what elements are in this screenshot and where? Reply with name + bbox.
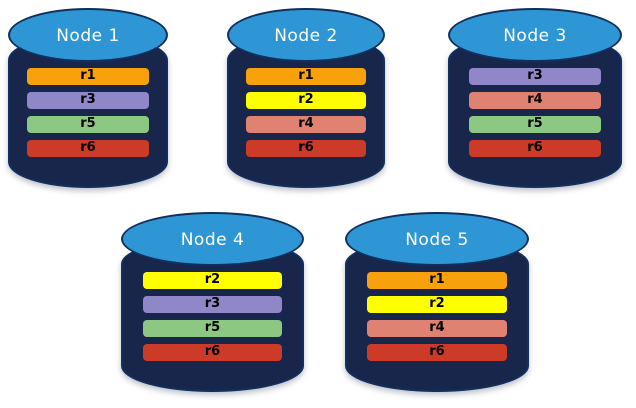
replica-bar[interactable]: r3 [27, 92, 149, 109]
replica-bar[interactable]: r4 [367, 320, 507, 337]
replica-label: r6 [80, 140, 96, 155]
database-node-1[interactable]: Node 1 r1 r3 r5 r6 [8, 8, 168, 188]
replica-bar[interactable]: r5 [142, 320, 283, 337]
replica-bar[interactable]: r6 [245, 140, 367, 157]
replica-bar[interactable]: r1 [245, 68, 367, 85]
replica-bar[interactable]: r4 [245, 116, 367, 133]
cylinder-top-icon: Node 3 [448, 8, 622, 62]
database-node-5[interactable]: Node 5 r1 r2 r4 r6 [345, 212, 529, 392]
cylinder-top-icon: Node 4 [121, 212, 304, 266]
database-node-3[interactable]: Node 3 r3 r4 r5 r6 [448, 8, 622, 188]
replica-label: r2 [298, 92, 314, 107]
replica-bar[interactable]: r6 [468, 140, 602, 157]
replica-label: r5 [80, 116, 96, 131]
replica-bar[interactable]: r5 [468, 116, 602, 133]
node-label: Node 1 [56, 26, 120, 46]
cylinder-body-icon [121, 238, 304, 392]
replica-bar[interactable]: r2 [142, 272, 283, 289]
replica-bar[interactable]: r1 [367, 272, 507, 289]
replica-bar[interactable]: r6 [142, 344, 283, 361]
replica-label: r6 [298, 140, 314, 155]
replica-label: r3 [80, 92, 96, 107]
replica-list: r2 r3 r5 r6 [121, 272, 304, 361]
replica-label: r3 [204, 296, 221, 311]
replica-label: r4 [527, 92, 543, 107]
replica-bar[interactable]: r1 [27, 68, 149, 85]
replica-list: r1 r2 r4 r6 [227, 68, 385, 157]
replica-bar[interactable]: r6 [27, 140, 149, 157]
replica-label: r5 [204, 320, 221, 335]
replica-bar[interactable]: r5 [27, 116, 149, 133]
replica-label: r1 [80, 68, 96, 83]
replica-label: r4 [429, 320, 445, 335]
replica-label: r4 [298, 116, 314, 131]
cylinder-top-icon: Node 2 [227, 8, 385, 62]
replica-label: r1 [429, 272, 445, 287]
replica-label: r3 [527, 68, 543, 83]
replica-list: r1 r2 r4 r6 [345, 272, 529, 361]
replica-label: r6 [204, 344, 221, 359]
node-label: Node 3 [503, 26, 567, 46]
replica-label: r6 [429, 344, 445, 359]
replica-list: r1 r3 r5 r6 [8, 68, 168, 157]
replica-bar[interactable]: r4 [468, 92, 602, 109]
node-label: Node 4 [180, 230, 245, 250]
database-node-2[interactable]: Node 2 r1 r2 r4 r6 [227, 8, 385, 188]
cylinder-top-icon: Node 1 [8, 8, 168, 62]
replica-bar[interactable]: r6 [367, 344, 507, 361]
replica-bar[interactable]: r3 [142, 296, 283, 313]
replica-label: r6 [527, 140, 543, 155]
replica-label: r2 [429, 296, 445, 311]
cylinder-body-icon [345, 238, 529, 392]
replica-label: r2 [204, 272, 221, 287]
node-label: Node 5 [405, 230, 469, 250]
replica-list: r3 r4 r5 r6 [448, 68, 622, 157]
replica-label: r1 [298, 68, 314, 83]
cylinder-top-icon: Node 5 [345, 212, 529, 266]
replica-bar[interactable]: r2 [245, 92, 367, 109]
database-node-4[interactable]: Node 4 r2 r3 r5 r6 [121, 212, 304, 392]
replica-bar[interactable]: r2 [367, 296, 507, 313]
replica-label: r5 [527, 116, 543, 131]
replica-bar[interactable]: r3 [468, 68, 602, 85]
node-label: Node 2 [274, 26, 338, 46]
